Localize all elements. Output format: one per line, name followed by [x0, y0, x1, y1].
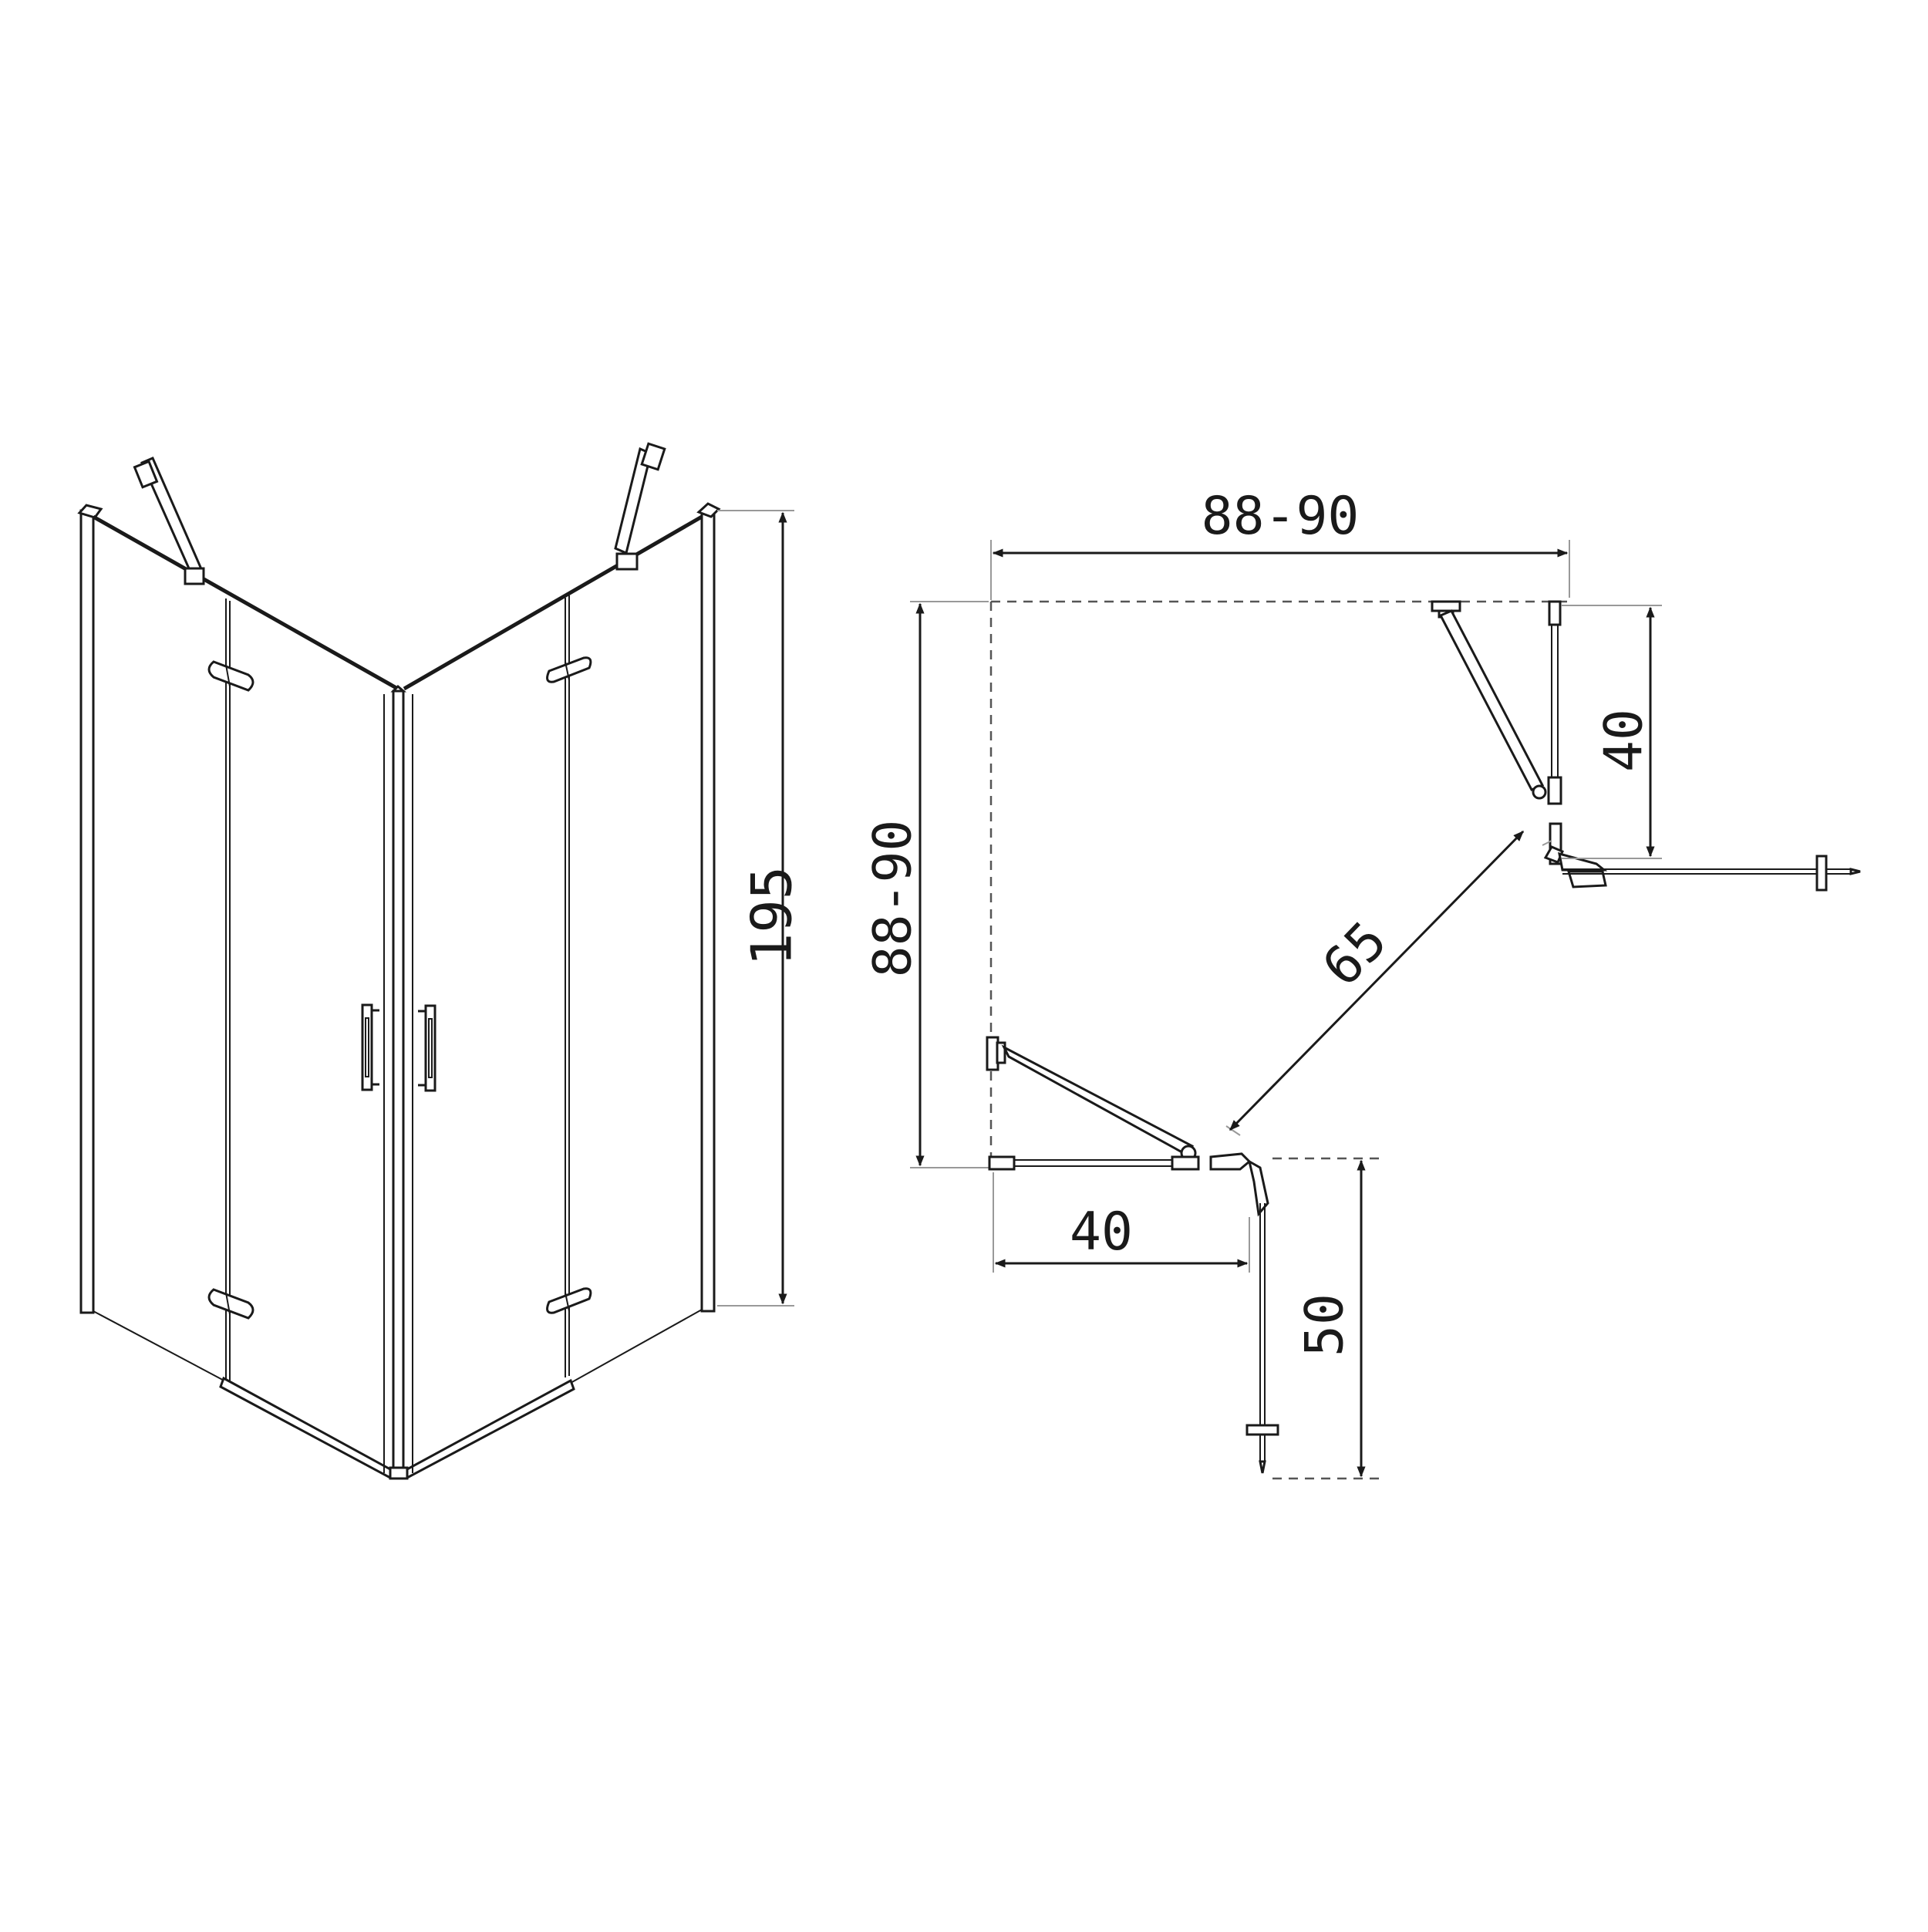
left-door-hinge [1209, 1125, 1279, 1474]
bottom-edge-left-fixed [93, 1310, 231, 1384]
door-swing-dimension: 50 [1272, 1157, 1380, 1480]
door-swing-label: 50 [1295, 1293, 1356, 1357]
right-stabilizer-bar [1431, 600, 1547, 800]
left-fixed-panel [988, 1155, 1200, 1171]
top-edge-right [403, 514, 703, 691]
handle-right-door [418, 1004, 436, 1092]
right-door-label: 40 [1594, 709, 1655, 772]
hinge-left-top [207, 660, 254, 692]
hinge-left-bottom [207, 1288, 254, 1320]
stabilizer-bar-left [133, 457, 205, 585]
right-door-hinge [1542, 822, 1861, 892]
left-door-label: 40 [1070, 1202, 1133, 1263]
top-edge-left [92, 514, 398, 690]
plan-view: 88-90 88-90 [863, 486, 1861, 1480]
perspective-view: 195 [77, 442, 804, 1480]
entry-label: 65 [1311, 910, 1399, 998]
height-label: 195 [740, 866, 804, 966]
hinge-right-top [546, 656, 592, 683]
right-door-dimension: 40 [1562, 605, 1662, 859]
handle-left-door [361, 1003, 379, 1091]
left-depth-dimension: 88-90 [863, 601, 989, 1168]
right-wall-profile [696, 502, 721, 1313]
corner-profile [389, 684, 409, 1480]
left-depth-label: 88-90 [863, 820, 924, 978]
top-width-label: 88-90 [1202, 486, 1360, 547]
height-dimension: 195 [717, 510, 804, 1307]
left-door-dimension: 40 [993, 1172, 1250, 1273]
bottom-rail-right [406, 1378, 575, 1480]
left-stabilizer-bar [986, 1036, 1197, 1162]
right-fixed-panel [1547, 600, 1562, 805]
left-wall-profile [77, 504, 103, 1314]
entry-dimension: 65 [1229, 830, 1525, 1131]
bottom-edge-right-fixed [570, 1309, 703, 1384]
hinge-right-bottom [546, 1287, 592, 1314]
stabilizer-bar-right [614, 442, 666, 571]
bottom-rail-left [219, 1376, 392, 1480]
top-width-dimension: 88-90 [990, 486, 1570, 600]
